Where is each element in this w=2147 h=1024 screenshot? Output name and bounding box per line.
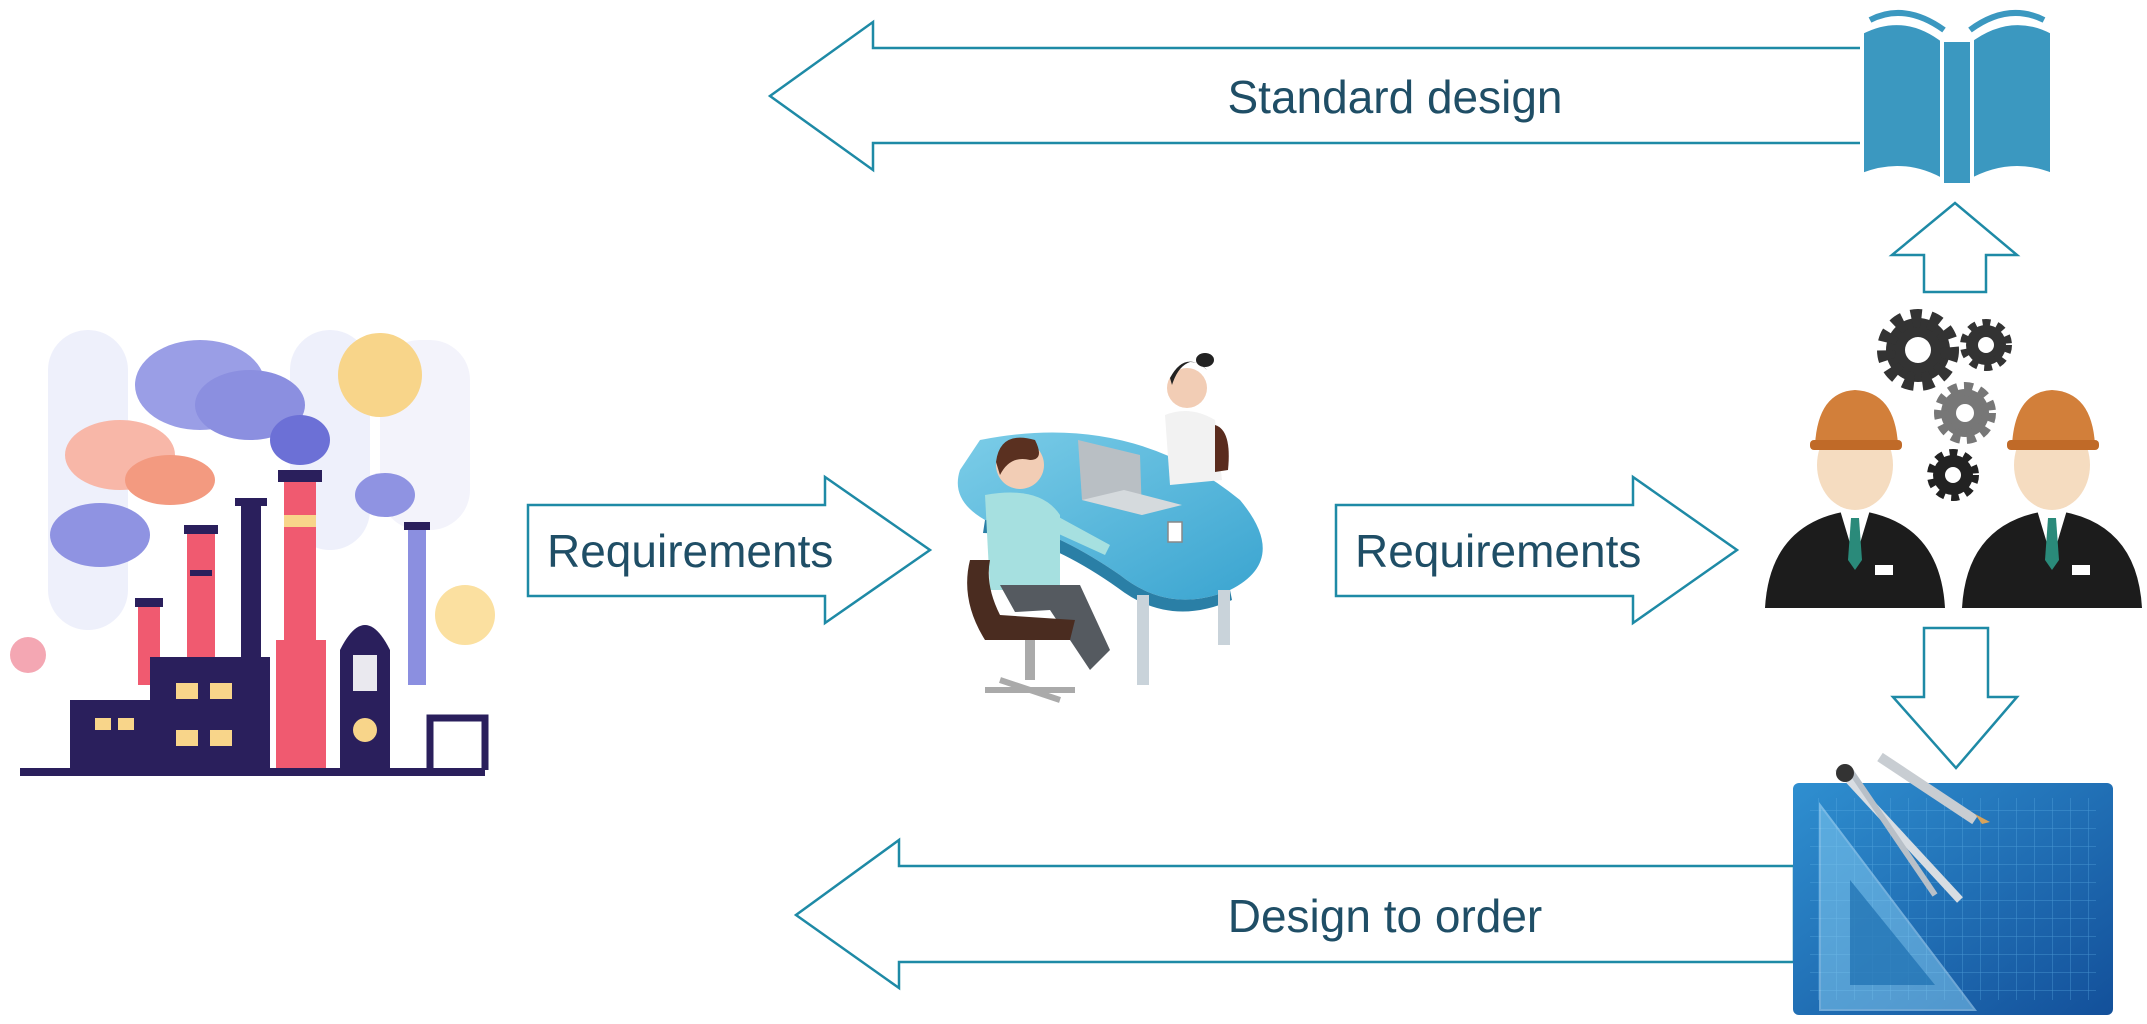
arrow-label-standard-design: Standard design xyxy=(1227,71,1562,123)
factory-illustration-icon xyxy=(10,330,495,776)
arrow-label-requirements-1: Requirements xyxy=(547,525,833,577)
arrow-up xyxy=(1888,201,2021,294)
meeting-illustration-icon xyxy=(957,353,1263,703)
arrow-label-design-to-order: Design to order xyxy=(1228,890,1543,942)
arrow-requirements-2: Requirements xyxy=(1334,474,1740,626)
gear-icon xyxy=(1877,309,2012,501)
book-icon xyxy=(1860,9,2054,187)
arrow-design-to-order: Design to order xyxy=(793,837,1796,991)
arrow-down xyxy=(1890,626,2020,770)
blueprint-illustration-icon xyxy=(1793,752,2113,1015)
arrow-requirements-1: Requirements xyxy=(526,474,933,626)
arrow-standard-design: Standard design xyxy=(767,19,1867,173)
engineers-illustration-icon xyxy=(1765,309,2142,608)
arrow-label-requirements-2: Requirements xyxy=(1355,525,1641,577)
